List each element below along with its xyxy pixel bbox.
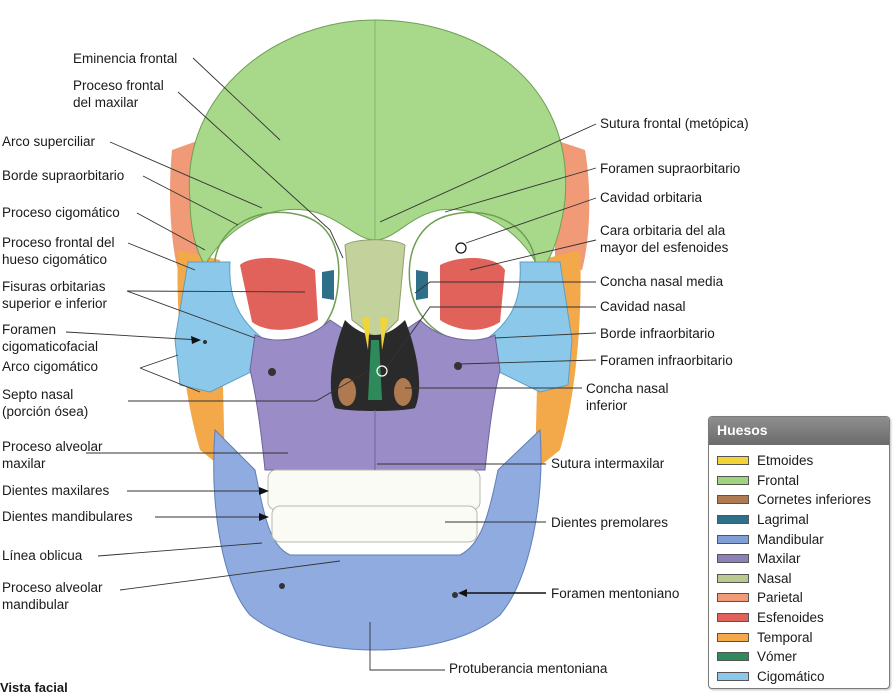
legend-swatch [717, 495, 749, 505]
legend-swatch [717, 534, 749, 544]
legend-item: Lagrimal [717, 510, 889, 530]
label-zygomatic-arch: Arco cigomático [2, 359, 99, 374]
zygomatic-bone [174, 261, 263, 393]
legend-label: Vómer [757, 649, 797, 665]
label-infraorbital-margin: Borde infraorbitario [600, 326, 715, 341]
label-premolar-teeth: Dientes premolares [551, 515, 669, 530]
label-superciliary-arch: Arco superciliar [2, 134, 96, 149]
infraorbital-foramen-left [268, 368, 276, 376]
infraorbital-foramen [454, 362, 462, 370]
sphenoid-bone-right [440, 258, 505, 330]
label-mandibular-alveolar: Proceso alveolar mandibular [2, 580, 103, 612]
legend-item: Maxilar [717, 549, 889, 569]
label-nasal-septum: Septo nasal (porción ósea) [2, 387, 89, 419]
label-supraorbital-margin: Borde supraorbitario [2, 168, 125, 183]
legend-label: Parietal [757, 590, 803, 606]
label-frontal-eminence: Eminencia frontal [73, 51, 178, 66]
label-metopic-suture: Sutura frontal (metópica) [600, 116, 749, 131]
legend-item: Temporal [717, 627, 889, 647]
label-maxillary-teeth: Dientes maxilares [2, 483, 110, 498]
legend-item: Mandibular [717, 529, 889, 549]
legend-swatch [717, 593, 749, 603]
legend-item: Esfenoides [717, 608, 889, 628]
legend-swatch [717, 573, 749, 583]
label-orbital-surface-sphenoid: Cara orbitaria del ala mayor del esfenoi… [600, 223, 729, 255]
label-middle-nasal-concha: Concha nasal media [600, 274, 724, 289]
legend-item: Parietal [717, 588, 889, 608]
label-supraorbital-foramen: Foramen supraorbitario [600, 161, 741, 176]
legend-item: Vómer [717, 647, 889, 667]
legend-title: Huesos [709, 417, 889, 445]
legend-label: Frontal [757, 472, 800, 488]
mental-foramen [452, 592, 458, 598]
nasal-cavity-marker [376, 365, 388, 377]
view-title: Vista facial [0, 680, 68, 695]
upper-teeth [267, 469, 481, 511]
label-mental-foramen: Foramen mentoniano [551, 586, 680, 601]
nasal-bone [344, 239, 406, 341]
label-frontal-process-zygomatic: Proceso frontal del hueso cigomático [2, 235, 115, 267]
orbital-cavity-marker [455, 242, 467, 254]
zygomatic-bone-right [487, 261, 573, 393]
label-orbital-fissures: Fisuras orbitarias superior e inferior [2, 279, 108, 311]
label-zygomaticofacial-foramen: Foramen cigomaticofacial [2, 322, 99, 354]
label-mental-protuberance: Protuberancia mentoniana [449, 661, 608, 676]
lacrimal-bone-right [416, 270, 428, 300]
legend-label: Temporal [757, 629, 813, 645]
legend-label: Etmoides [757, 453, 814, 469]
legend-label: Maxilar [757, 551, 801, 567]
lower-teeth-arrowhead [259, 513, 269, 521]
label-infraorbital-foramen: Foramen infraorbitario [600, 353, 733, 368]
legend-swatch [717, 554, 749, 564]
sphenoid-bone [240, 258, 318, 330]
legend-label: Cornetes inferiores [757, 492, 872, 508]
lower-teeth [271, 505, 478, 543]
legend-swatch [717, 632, 749, 642]
label-intermaxillary-suture: Sutura intermaxilar [551, 456, 665, 471]
label-maxillary-alveolar: Proceso alveolar maxilar [2, 439, 103, 471]
upper-teeth-arrowhead [259, 487, 269, 495]
mental-foramen-arrowhead [458, 589, 467, 597]
legend-label: Cigomático [757, 668, 825, 684]
mental-foramen-left [279, 583, 285, 589]
zygomaticofacial-arrowhead [191, 336, 201, 344]
legend-label: Esfenoides [757, 610, 824, 626]
label-zygomatic-process: Proceso cigomático [2, 205, 120, 220]
inferior-concha-left [338, 378, 356, 406]
legend-label: Nasal [757, 570, 792, 586]
legend-swatch [717, 613, 749, 623]
ethmoid-bone [362, 318, 388, 350]
legend-swatch [717, 652, 749, 662]
legend-item: Cornetes inferiores [717, 490, 889, 510]
legend-item: Cigomático [717, 667, 889, 687]
legend-label: Mandibular [757, 531, 824, 547]
legend-swatch [717, 475, 749, 485]
legend-item: Etmoides [717, 451, 889, 471]
mandible-bone [213, 428, 542, 651]
leader-lines [65, 57, 597, 671]
legend-swatch [717, 456, 749, 466]
inferior-concha-right [394, 378, 412, 406]
legend-swatch [717, 515, 749, 525]
label-oblique-line: Línea oblicua [2, 548, 83, 563]
legend-swatch [717, 671, 749, 681]
zygomaticofacial-foramen [203, 340, 207, 344]
label-inferior-nasal-concha: Concha nasal inferior [586, 381, 669, 413]
label-orbital-cavity: Cavidad orbitaria [600, 190, 703, 205]
vomer-septum [368, 340, 382, 400]
legend-item: Nasal [717, 569, 889, 589]
lacrimal-bone [322, 270, 334, 300]
label-mandibular-teeth: Dientes mandibulares [2, 509, 133, 524]
frontal-bone [188, 19, 567, 271]
label-nasal-cavity: Cavidad nasal [600, 299, 686, 314]
legend-label: Lagrimal [757, 512, 809, 528]
legend-item: Frontal [717, 471, 889, 491]
label-frontal-process-maxilla: Proceso frontal del maxilar [73, 78, 164, 110]
